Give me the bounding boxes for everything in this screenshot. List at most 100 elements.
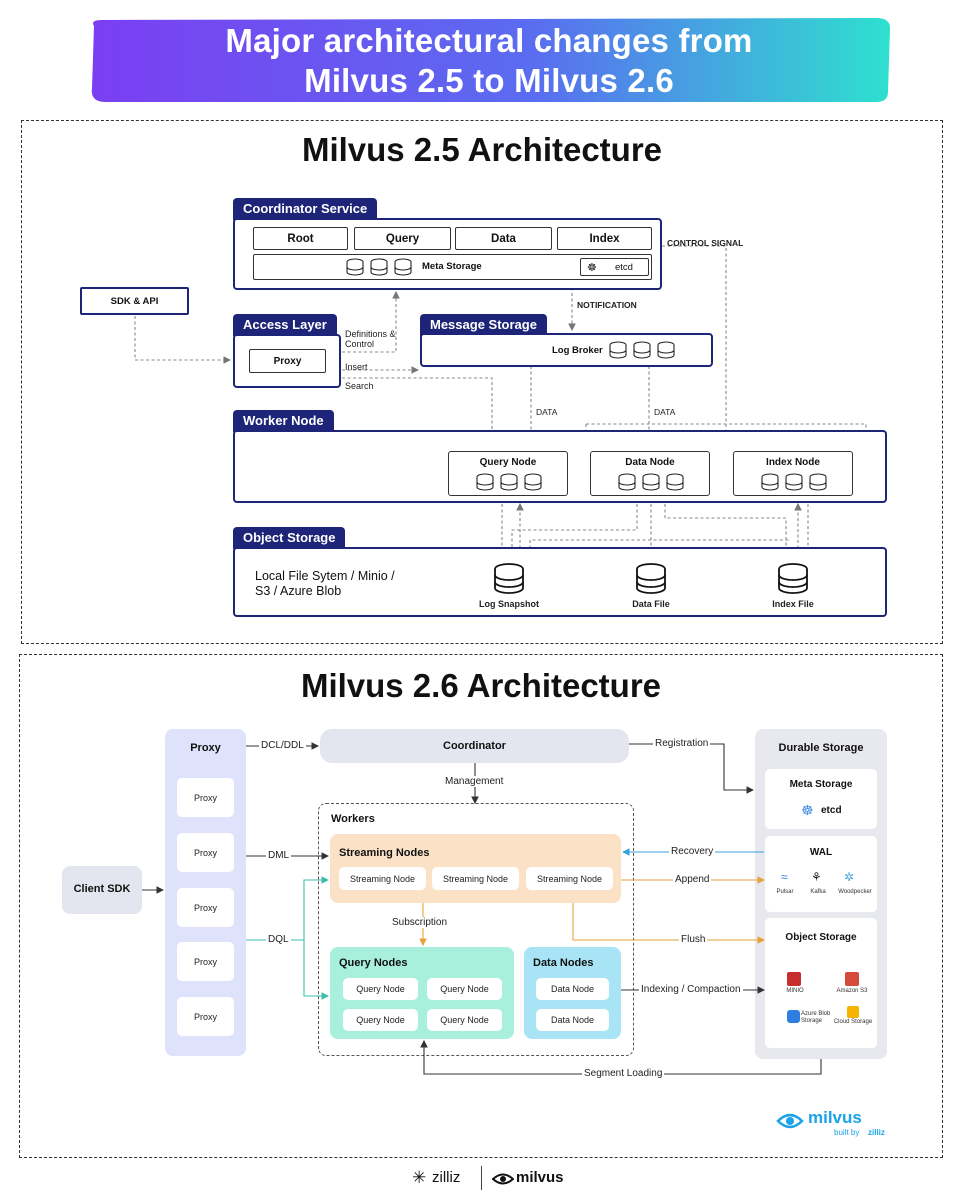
indexing-compaction-label: Indexing / Compaction: [639, 984, 743, 995]
data-node-title: Data Node: [625, 457, 675, 468]
durable-storage-box: Durable Storage Meta Storage ☸ etcd WAL …: [755, 729, 887, 1059]
client-sdk-label: Client SDK: [73, 883, 131, 895]
durable-storage-title: Durable Storage: [778, 742, 864, 754]
meta-storage-title: Meta Storage: [789, 779, 853, 790]
milvus-brand-sub2: zilliz: [868, 1128, 885, 1137]
azure-blob-icon: [787, 1010, 800, 1023]
data-node-box: Data Node: [590, 451, 710, 496]
data-label-2: DATA: [654, 407, 676, 417]
v25-title: Milvus 2.5 Architecture: [301, 131, 663, 168]
client-sdk-box: Client SDK: [62, 866, 142, 914]
query-node-3: Query Node: [343, 1009, 418, 1031]
index-node-box: Index Node: [733, 451, 853, 496]
azure-blob-label: Azure Blob Storage: [801, 1011, 831, 1024]
dcl-ddl-label: DCL/DDL: [259, 740, 306, 751]
etcd-box: ☸ etcd: [580, 258, 649, 276]
meta-storage-card: Meta Storage ☸ etcd: [765, 769, 877, 829]
proxy-column: Proxy Proxy Proxy Proxy Proxy Proxy: [165, 729, 246, 1056]
pulsar-label: Pulsar: [776, 889, 794, 895]
banner-background: [91, 18, 891, 102]
database-icon: [761, 473, 827, 491]
coordinator-tab: Coordinator Service: [233, 198, 378, 220]
query-node-box: Query Node: [448, 451, 568, 496]
amazon-s3-icon: [845, 972, 859, 986]
access-layer-box: Proxy: [233, 334, 341, 388]
proxy-card-4: Proxy: [177, 942, 234, 981]
pulsar-icon: ≈: [781, 870, 788, 884]
minio-label: MINIO: [786, 988, 804, 994]
query-nodes-box: Query Nodes Query Node Query Node Query …: [330, 947, 514, 1039]
log-broker-label: Log Broker: [552, 345, 603, 356]
kafka-icon: ⚘: [811, 870, 822, 884]
registration-label: Registration: [653, 738, 711, 749]
amazon-s3-label: Amazon S3: [836, 988, 868, 994]
proxy-column-title: Proxy: [190, 742, 221, 754]
index-file-label: Index File: [772, 599, 814, 609]
woodpecker-icon: ✲: [844, 870, 855, 884]
access-proxy: Proxy: [249, 349, 326, 373]
database-icon: [346, 258, 412, 276]
etcd-label: etcd: [821, 805, 842, 816]
management-label: Management: [443, 776, 506, 787]
query-node-title: Query Node: [479, 457, 537, 468]
data-nodes-title: Data Nodes: [533, 957, 594, 969]
kafka-label: Kafka: [810, 889, 826, 895]
data-file-db-icon: [636, 563, 666, 594]
object-storage-desc-2: S3 / Azure Blob: [255, 584, 342, 598]
data-node-1: Data Node: [536, 978, 609, 1000]
sdk-api-box: SDK & API: [80, 287, 189, 315]
object-storage-card: Object Storage MINIO Amazon S3 Azure Blo…: [765, 918, 877, 1048]
streaming-node-2: Streaming Node: [432, 867, 519, 890]
object-storage-tab: Object Storage: [233, 527, 346, 549]
proxy-card-1: Proxy: [177, 778, 234, 817]
log-snapshot-label: Log Snapshot: [479, 599, 539, 609]
segment-loading-label: Segment Loading: [582, 1068, 665, 1079]
worker-node-tab: Worker Node: [233, 410, 334, 432]
meta-storage-row: Meta Storage ☸ etcd: [253, 254, 652, 280]
milvus-brand: milvus built by zilliz: [776, 1108, 896, 1140]
log-snapshot-db-icon: [494, 563, 524, 594]
zilliz-icon: ✳: [412, 1168, 427, 1187]
index-node-title: Index Node: [766, 457, 820, 468]
wal-title: WAL: [809, 847, 833, 858]
data-node-2: Data Node: [536, 1009, 609, 1031]
insert-label: Insert: [345, 362, 368, 372]
append-label: Append: [673, 874, 712, 885]
workers-label: Workers: [331, 813, 375, 825]
search-label: Search: [345, 381, 374, 391]
object-storage-desc-1: Local File Sytem / Minio /: [255, 569, 395, 583]
definitions-label-2: Control: [345, 339, 375, 349]
woodpecker-label: Woodpecker: [838, 889, 872, 895]
footer-milvus: milvus: [516, 1169, 564, 1186]
coordinator-service-box: Root Query Data Index Meta Storage ☸ etc…: [233, 218, 662, 290]
object-storage-box: Local File Sytem / Minio / S3 / Azure Bl…: [233, 547, 887, 617]
flush-label: Flush: [679, 934, 708, 945]
query-node-2: Query Node: [427, 978, 502, 1000]
database-icon: [476, 473, 542, 491]
coordinator-label: Coordinator: [443, 740, 506, 752]
data-label-1: DATA: [536, 407, 558, 417]
wal-card: WAL ≈ ⚘ ✲ Pulsar Kafka Woodpecker: [765, 836, 877, 912]
recovery-label: Recovery: [669, 846, 716, 857]
proxy-card-3: Proxy: [177, 888, 234, 927]
coordinator-root: Root: [253, 227, 348, 250]
streaming-node-3: Streaming Node: [526, 867, 613, 890]
data-file-label: Data File: [632, 599, 670, 609]
database-icon: [609, 341, 675, 359]
query-node-1: Query Node: [343, 978, 418, 1000]
banner-line-1: Major architectural changes from: [225, 22, 753, 59]
meta-storage-label: Meta Storage: [422, 261, 482, 272]
banner-line-2: Milvus 2.5 to Milvus 2.6: [304, 62, 674, 99]
cloud-storage-icon: [847, 1006, 859, 1018]
coordinator-index: Index: [557, 227, 652, 250]
notification-label: NOTIFICATION: [577, 300, 637, 310]
milvus-eye-icon: [776, 1113, 804, 1129]
minio-icon: [787, 972, 801, 986]
coordinator-query: Query: [354, 227, 451, 250]
subscription-label: Subscription: [390, 917, 450, 928]
v25-section: Milvus 2.5 Architecture: [21, 120, 943, 644]
streaming-nodes-title: Streaming Nodes: [339, 847, 430, 859]
dql-label: DQL: [266, 934, 291, 945]
milvus-brand-sub: built by: [834, 1128, 860, 1137]
